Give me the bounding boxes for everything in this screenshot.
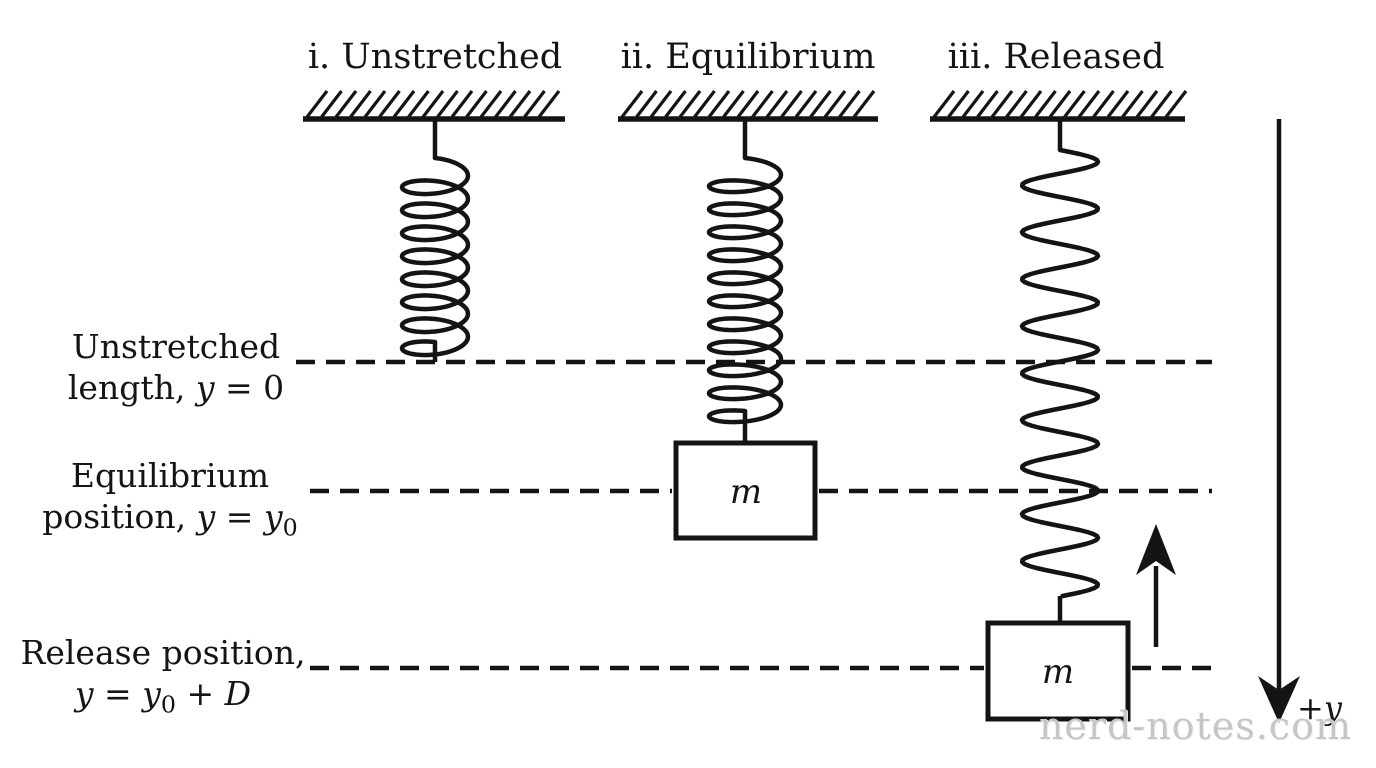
ceiling-hatch-unstretched xyxy=(303,90,565,122)
column-header-equilibrium: ii. Equilibrium xyxy=(620,37,876,77)
mass-block-released xyxy=(985,620,1131,722)
spring-released xyxy=(1019,119,1101,625)
label-equilibrium-position: Equilibrium position, y = y0 xyxy=(42,455,297,549)
spring-equilibrium xyxy=(706,119,784,445)
mass-label-released: m xyxy=(1041,652,1075,692)
label-release-position: Release position, y = y0 + D xyxy=(21,632,306,726)
label-line: Equilibrium xyxy=(70,456,270,495)
up-arrow xyxy=(1136,524,1176,647)
ceiling-hatch-released xyxy=(930,90,1188,122)
mass-label-equilibrium: m xyxy=(729,472,763,512)
mass-block-equilibrium xyxy=(673,440,818,541)
spring-unstretched xyxy=(399,119,471,362)
ceiling-hatch-equilibrium xyxy=(618,90,878,122)
watermark: nerd-notes.com xyxy=(1038,704,1352,748)
label-line: Release position, xyxy=(20,633,306,672)
column-header-unstretched: i. Unstretched xyxy=(307,37,563,77)
label-line: Unstretched xyxy=(71,327,281,366)
y-axis-label: +y xyxy=(1297,689,1342,727)
label-line: y = y0 + D xyxy=(74,674,252,719)
y-axis-down-arrow xyxy=(1258,119,1300,723)
label-unstretched-length: Unstretched length, y = 0 xyxy=(68,326,284,408)
label-line: length, y = 0 xyxy=(67,368,285,407)
label-line: position, y = y0 xyxy=(42,497,298,542)
column-header-released: iii. Released xyxy=(947,37,1165,77)
